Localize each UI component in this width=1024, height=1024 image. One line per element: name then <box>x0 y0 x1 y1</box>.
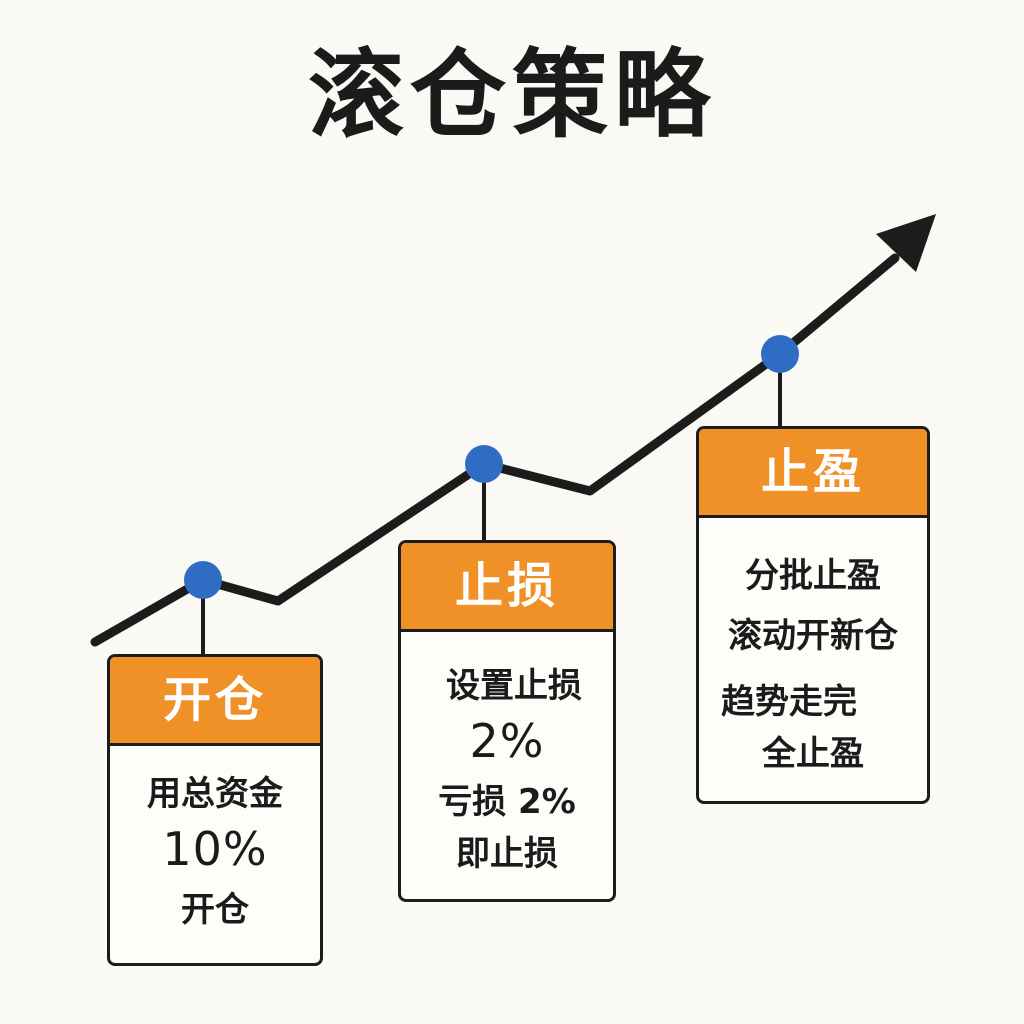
node-take-profit <box>761 335 799 373</box>
card-body-open-position: 用总资金 10% 开仓 <box>110 746 320 936</box>
card-line: 分批止盈 <box>745 556 881 596</box>
card-line-percent: 2% <box>469 714 545 768</box>
card-line: 趋势走完 <box>721 682 857 722</box>
card-open-position: 开仓 用总资金 10% 开仓 <box>107 654 323 966</box>
card-line: 亏损 2% <box>438 782 576 822</box>
card-header-take-profit: 止盈 <box>699 429 927 518</box>
arrow-head-icon <box>876 214 936 272</box>
card-body-take-profit: 分批止盈 滚动开新仓 趋势走完 全止盈 <box>699 518 927 780</box>
card-line: 全止盈 <box>762 734 864 774</box>
card-line: 用总资金 <box>147 774 283 814</box>
node-open <box>184 561 222 599</box>
card-line-percent: 10% <box>162 822 268 876</box>
page-title: 滚仓策略 <box>308 39 716 151</box>
card-header-stop-loss: 止损 <box>401 543 613 632</box>
card-body-stop-loss: 设置止损 2% 亏损 2% 即止损 <box>401 632 613 880</box>
card-line: 滚动开新仓 <box>728 616 898 656</box>
card-header-open-position: 开仓 <box>110 657 320 746</box>
node-stop-loss <box>465 445 503 483</box>
card-take-profit: 止盈 分批止盈 滚动开新仓 趋势走完 全止盈 <box>696 426 930 804</box>
card-line: 设置止损 <box>446 666 582 706</box>
card-line: 即止损 <box>456 834 558 874</box>
card-stop-loss: 止损 设置止损 2% 亏损 2% 即止损 <box>398 540 616 902</box>
card-line: 开仓 <box>181 890 249 930</box>
